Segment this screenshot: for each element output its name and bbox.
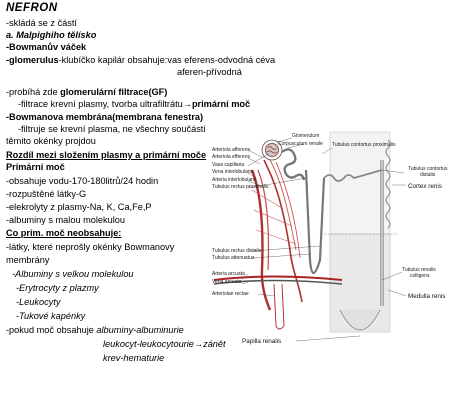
label-tubulus-contortus-distalis-1: Tubulus contortus [408, 166, 448, 172]
label-tubulus-attenuatus: Tubulus attenuatus [212, 255, 255, 261]
list-item: -Tukové kapénky [16, 311, 86, 321]
label-arteriola-afferens: Arteriola afferens [212, 147, 250, 153]
text-line: -filtrace krevní plasmy, tvorba ultrafil… [18, 99, 250, 110]
text-line: -glomerulus-klubíčko kapilár obsahuje:va… [6, 55, 275, 66]
text-line: a. Malpighiho tělísko [6, 30, 97, 40]
label-tubulus-rectus-distalis: Tubulus rectus distalis [212, 248, 262, 254]
text-line: -Bowmanova membrána(membrana fenestra) [6, 112, 204, 122]
text-line: -filtruje se krevní plasma, ne všechny s… [18, 124, 206, 134]
label-vasa-capillaria: Vasa capillaria [212, 162, 244, 168]
section-heading: Primární moč [6, 162, 65, 172]
glomerulus-term: -glomerulus [6, 55, 59, 65]
section-heading: Rozdíl mezi složením plasmy a primární m… [6, 150, 207, 160]
text-line: leukocyt-leukocytourie→zánět [103, 339, 226, 350]
list-item: -Albuminy s velkou molekulou [12, 269, 134, 279]
text-line: aferen-přívodná [177, 67, 242, 77]
label-tubulus-renalis-colligens-1: Tubulus renalis [402, 267, 436, 273]
text-line: krev-hematurie [103, 353, 165, 363]
label-arteriolae-rectae: Arteriolae rectae [212, 291, 249, 297]
text-span: -filtrace krevní plasmy, tvorba ultrafil… [18, 99, 183, 109]
text-line: -rozpuštěné látky-G [6, 189, 87, 199]
label-arteriola-efferens: Arteriola efferens [212, 154, 250, 160]
text-line: -látky, které neprošly okénky Bowmanovy [6, 242, 175, 252]
text-line: -elekrolyty z plasmy-Na, K, Ca,Fe,P [6, 202, 152, 212]
label-tubulus-renalis-colligens-2: colligens [410, 273, 430, 279]
text-span: -probíhá zde [6, 87, 61, 97]
text-span: -klubíčko kapilár obsahuje:vas eferens-o… [58, 55, 276, 65]
label-tubulus-contortus-distalis-2: distalis [420, 172, 436, 178]
text-line: těmito okénky projdou [6, 136, 96, 146]
label-vena-arcuata: Vena arcuata [212, 279, 242, 285]
diagram-drawing [213, 131, 407, 342]
text-line: -Bowmanův váček [6, 42, 87, 52]
arrow-icon: → [182, 99, 192, 109]
label-tubulus-contortus-proximalis: Tubulus contortus proximalis [332, 142, 396, 148]
label-tubulus-rectus-proximalis: Tubulus rectus proximalis [212, 184, 269, 190]
text-line: -skládá se z částí [6, 18, 77, 28]
label-arteria-interlobularis: Arteria interlobularis [212, 177, 257, 183]
text-line: -albuminy s malou molekulou [6, 215, 125, 225]
text-line: -pokud moč obsahuje albuminy-albuminurie [6, 325, 184, 336]
label-corpusculum-renale: Corpusculum renale [278, 141, 323, 147]
text-span: albuminy-albuminurie [96, 325, 184, 335]
doc-title: NEFRON [6, 2, 58, 14]
text-line: -obsahuje vodu-170-180litrů/24 hodin [6, 176, 159, 186]
nephron-diagram: Glomerulum Corpusculum renale Tubulus co… [212, 131, 448, 345]
list-item: -Erytrocyty z plazmy [16, 283, 99, 293]
label-glomerulum: Glomerulum [292, 133, 319, 139]
label-vena-interlobularis: Vena interlobularis [212, 169, 254, 175]
label-cortex-renis: Cortex renis [408, 183, 442, 190]
arrow-icon: → [193, 339, 204, 349]
primary-urine-term: primární moč [191, 99, 251, 109]
text-span: leukocyt-leukocytourie [103, 339, 194, 349]
list-item: -Leukocyty [16, 297, 61, 307]
section-heading: Co prim. moč neobsahuje: [6, 228, 122, 238]
label-papilla-renalis: Papilla renalis [242, 338, 281, 345]
label-arteria-arcuata: Arteria arcuata [212, 271, 245, 277]
text-span: -pokud moč obsahuje [6, 325, 97, 335]
label-medulla-renis: Medulla renis [408, 293, 445, 300]
text-line: membrány [6, 255, 50, 265]
gf-term: glomerulární filtrace(GF) [60, 87, 168, 97]
text-line: -probíhá zde glomerulární filtrace(GF) [6, 87, 167, 98]
text-span: zánět [203, 339, 226, 349]
